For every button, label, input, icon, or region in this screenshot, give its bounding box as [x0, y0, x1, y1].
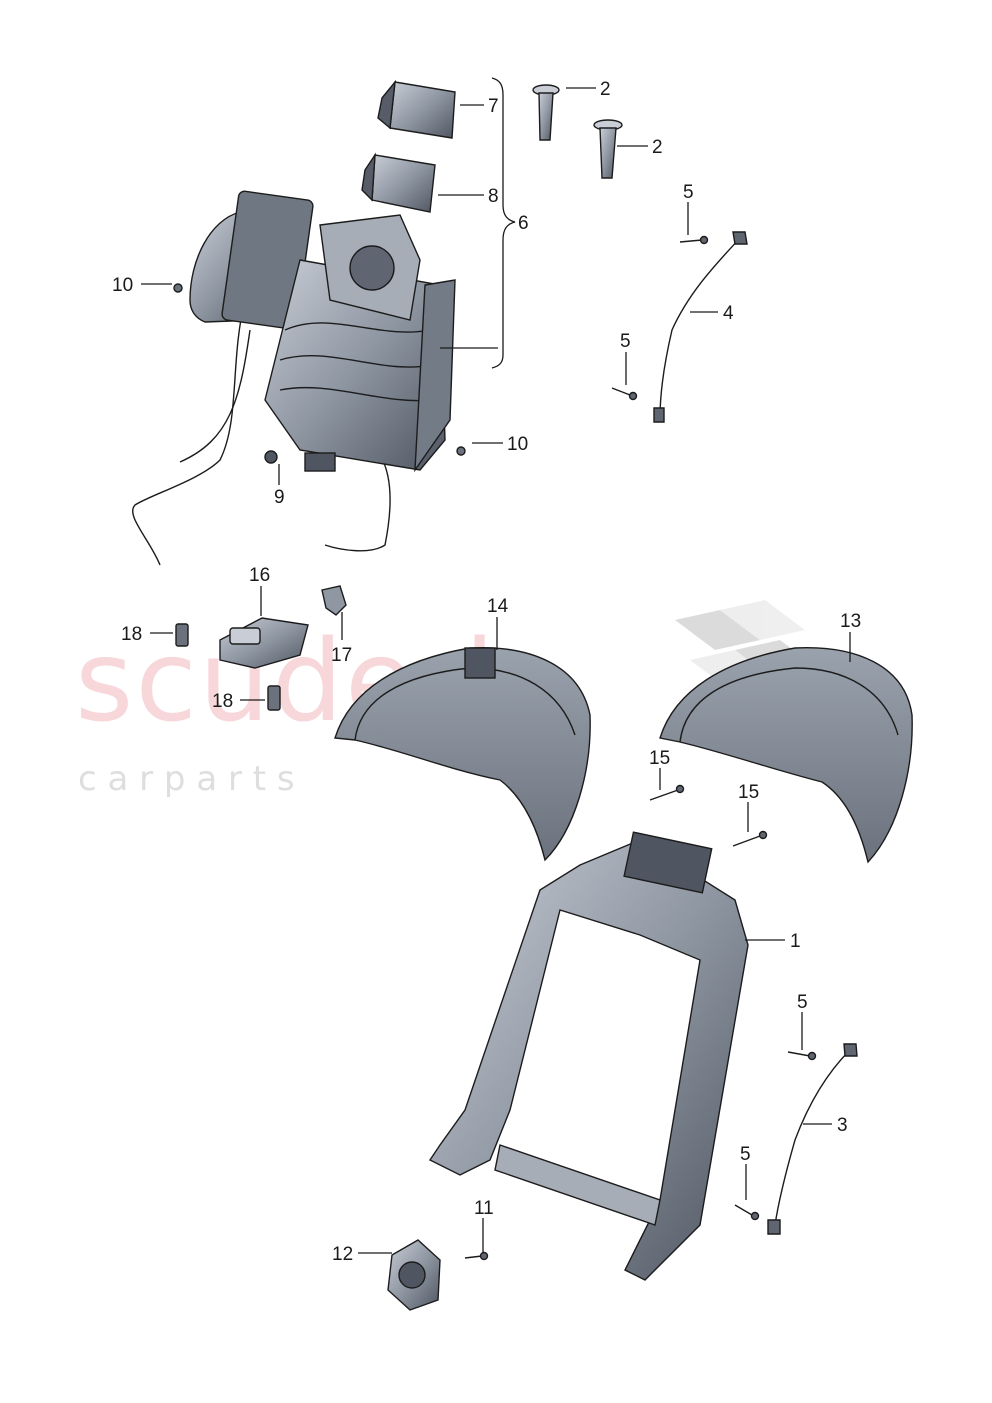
callout-15a: 15 [649, 748, 670, 769]
part-pin-2a[interactable] [532, 84, 560, 141]
part-bolt-15b[interactable] [732, 830, 768, 847]
callout-8: 8 [488, 186, 499, 207]
part-bolt-5d[interactable] [734, 1204, 760, 1221]
part-bolt-5b[interactable] [611, 387, 638, 401]
callout-18b: 18 [212, 691, 233, 712]
callout-15b: 15 [738, 782, 759, 803]
callout-7: 7 [488, 96, 499, 117]
callout-2b: 2 [652, 137, 663, 158]
part-backrest-frame-1[interactable] [428, 831, 749, 1281]
callout-5b: 5 [620, 331, 631, 352]
callout-9: 9 [274, 487, 285, 508]
part-bolt-5a[interactable] [679, 235, 709, 245]
callout-5c: 5 [797, 992, 808, 1013]
part-backrest-shell-13[interactable] [659, 647, 913, 864]
part-clip-10a[interactable] [173, 283, 183, 293]
part-screw-11[interactable] [464, 1251, 489, 1261]
callout-2a: 2 [600, 79, 611, 100]
leader-lines [141, 77, 851, 1254]
callout-16: 16 [249, 565, 270, 586]
part-backrest-shell-14[interactable] [334, 647, 591, 862]
part-bracket-17[interactable] [321, 585, 347, 616]
callout-10a: 10 [112, 275, 133, 296]
callout-6: 6 [518, 213, 529, 234]
part-control-module-8[interactable] [361, 152, 436, 213]
callout-10b: 10 [507, 434, 528, 455]
part-rod-3[interactable] [767, 1043, 858, 1235]
part-electronic-module-16[interactable] [219, 617, 309, 669]
part-connector-18a[interactable] [175, 623, 189, 647]
callout-18a: 18 [121, 624, 142, 645]
callout-14: 14 [487, 596, 509, 617]
part-backrest-frame-assembly[interactable] [132, 190, 456, 566]
callout-13: 13 [840, 611, 861, 632]
part-bolt-15a[interactable] [649, 784, 685, 801]
part-nut-9[interactable] [264, 450, 278, 464]
part-clip-10b[interactable] [456, 446, 466, 456]
callout-4: 4 [723, 303, 734, 324]
callout-5d: 5 [740, 1144, 751, 1165]
callout-12: 12 [332, 1244, 353, 1265]
callout-labels: 1 2 2 3 4 5 5 5 5 6 7 8 9 10 10 11 12 13… [112, 79, 861, 1265]
callout-5a: 5 [683, 182, 694, 203]
callout-17: 17 [331, 645, 352, 666]
callout-3: 3 [837, 1115, 848, 1136]
part-pin-2b[interactable] [593, 119, 623, 179]
callout-1: 1 [790, 931, 801, 952]
part-connector-18b[interactable] [267, 685, 281, 711]
part-control-module-7[interactable] [377, 79, 456, 139]
part-rod-4[interactable] [653, 231, 748, 423]
watermark-tagline: c a r p a r t s [78, 759, 295, 799]
part-bolt-5c[interactable] [787, 1051, 817, 1061]
callout-11: 11 [474, 1198, 494, 1219]
part-recliner-motor-12[interactable] [387, 1239, 441, 1311]
